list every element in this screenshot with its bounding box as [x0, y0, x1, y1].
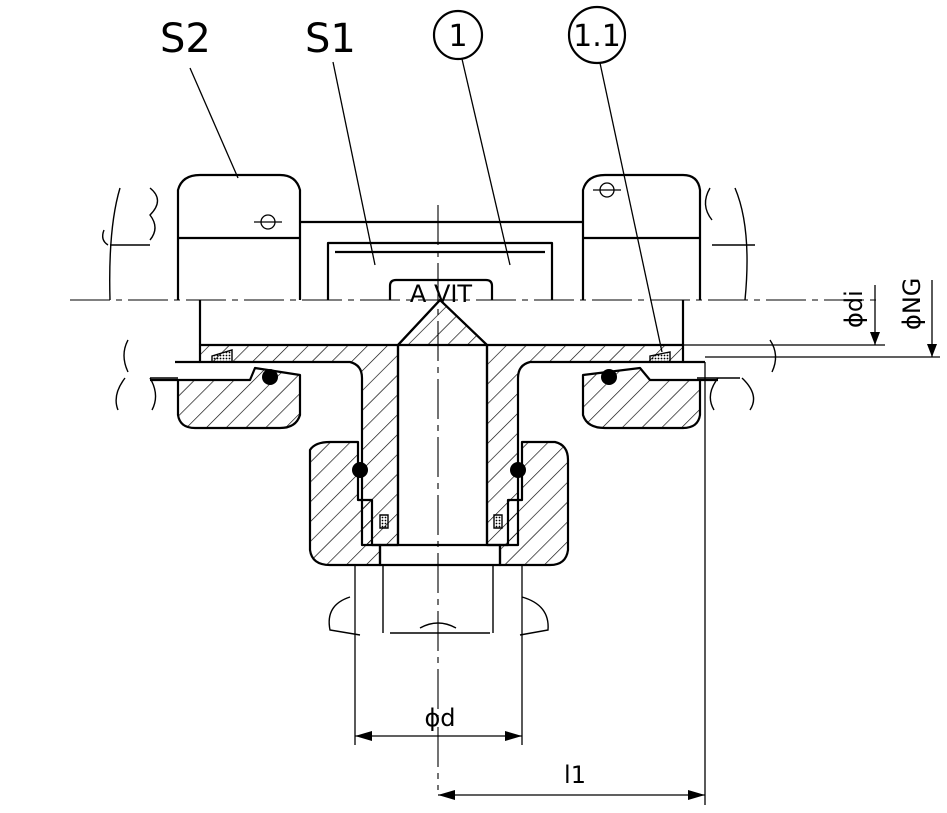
seal-bottom-right: [493, 514, 503, 529]
leader-lines: [189, 58, 663, 353]
label-s1: S1: [305, 16, 356, 62]
body-section: [150, 298, 718, 567]
o-ring-right: [601, 369, 617, 385]
o-ring-left: [262, 369, 278, 385]
o-ring-bottom-left: [352, 462, 368, 478]
dimension-ng: ϕNG: [705, 278, 940, 358]
center-lines: [70, 205, 880, 790]
seal-bottom-left: [379, 514, 389, 529]
balloon-part-1: 1: [432, 9, 484, 61]
seal-right: [649, 351, 671, 363]
dimension-di: ϕdi: [683, 285, 885, 346]
body-upper-half: A VIT: [176, 173, 702, 308]
right-nut-top: [581, 173, 702, 300]
balloon-part-1-1-text: 1.1: [573, 19, 621, 54]
dimension-d: ϕd: [354, 565, 523, 745]
seal-left: [211, 349, 233, 363]
left-nut-section: [176, 366, 302, 430]
dimension-l1: l1: [438, 362, 706, 805]
balloon-part-1-text: 1: [448, 19, 467, 54]
phantom-outlines: [101, 187, 777, 636]
balloon-part-1-1: 1.1: [567, 5, 627, 65]
dim-label-d: ϕd: [424, 704, 455, 732]
o-ring-bottom-right: [510, 462, 526, 478]
left-nut-top: [176, 173, 302, 300]
bottom-nut-left-section: [308, 440, 382, 567]
dim-label-di: ϕdi: [840, 290, 868, 328]
dim-label-l1: l1: [564, 761, 586, 789]
right-nut-section: [581, 366, 702, 430]
dim-label-ng: ϕNG: [898, 278, 926, 330]
label-s2: S2: [160, 16, 211, 62]
